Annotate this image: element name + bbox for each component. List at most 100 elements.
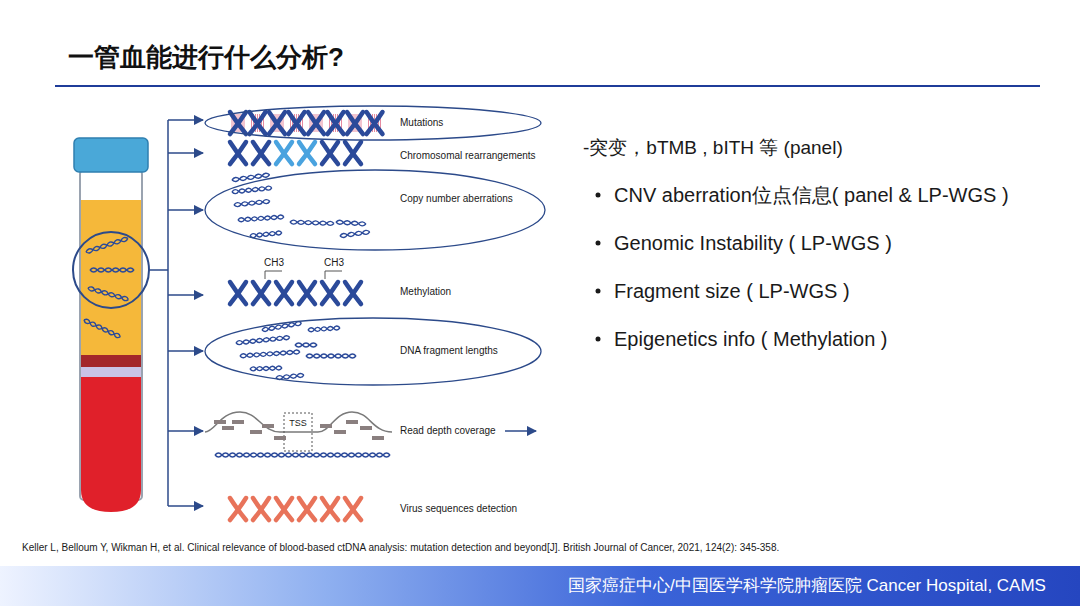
dna-helix <box>306 354 356 358</box>
bullet-text: -突变，bTMB , bITH 等 (panel) <box>583 137 843 160</box>
dna-helix <box>308 326 340 332</box>
oval-group: DNA fragment lengths <box>205 318 541 385</box>
item-label: Copy number aberrations <box>400 193 513 205</box>
helix-strand <box>215 453 390 457</box>
arrow-line <box>168 350 203 352</box>
buffy-coat <box>81 355 141 367</box>
dna-strand <box>328 112 344 134</box>
dna-helix <box>340 230 370 238</box>
bullet-text: Fragment size ( LP-WGS ) <box>614 279 850 303</box>
helix-strand <box>236 335 290 345</box>
dna-cross <box>253 282 269 304</box>
dna-strand <box>347 112 363 134</box>
dna-strand <box>276 142 292 164</box>
helix-strand <box>340 230 370 238</box>
dna-strand <box>322 282 338 304</box>
helix-strand <box>295 343 317 347</box>
dna-helix <box>238 215 284 222</box>
dna-strand <box>328 112 344 134</box>
dna-strand <box>253 282 269 304</box>
methyl-tag: CH3 <box>324 257 344 269</box>
dna-cross <box>308 112 324 134</box>
helix-strand <box>87 286 128 301</box>
bullet-text: Genomic Instability ( LP-WGS ) <box>614 231 892 255</box>
helix-strand <box>85 237 128 254</box>
item-label: Methylation <box>400 286 451 298</box>
helix-strand <box>295 343 317 347</box>
dna-strand <box>299 282 315 304</box>
dna-strand <box>347 112 363 134</box>
dna-strand <box>299 498 315 520</box>
tss-label: TSS <box>289 418 307 429</box>
dna-strand <box>269 112 285 134</box>
dna-helix <box>83 318 121 339</box>
sequencing-read <box>250 430 262 434</box>
helix-strand <box>85 237 128 254</box>
dna-cross <box>322 498 338 520</box>
bullet-dot <box>596 289 601 294</box>
dna-strand <box>250 112 266 134</box>
dna-strand <box>322 142 338 164</box>
dna-helix <box>87 286 128 301</box>
leader-line <box>325 271 342 279</box>
helix-strand <box>234 199 270 207</box>
item-label: Chromosomal rearrangements <box>400 150 536 162</box>
dna-helix <box>250 231 282 238</box>
dna-strand <box>322 282 338 304</box>
dna-strand <box>345 282 361 304</box>
white-layer <box>81 367 141 377</box>
dna-strand <box>276 498 292 520</box>
dna-strand <box>250 112 266 134</box>
dna-strand <box>299 142 315 164</box>
bullet-dot <box>596 241 601 246</box>
helix-strand <box>240 350 300 358</box>
dna-cross <box>345 498 361 520</box>
oval-outline <box>205 170 545 250</box>
helix-strand <box>236 335 290 345</box>
dna-helix <box>215 453 390 457</box>
dna-helix <box>295 343 317 347</box>
red-cell-layer <box>81 377 141 512</box>
sequencing-read <box>274 436 286 440</box>
helix-strand <box>240 350 300 358</box>
bullet-dot <box>596 193 601 198</box>
dna-cross <box>299 282 315 304</box>
dna-cross <box>230 112 246 134</box>
dna-strand <box>230 112 246 134</box>
item-label: Read depth coverage <box>400 425 496 437</box>
oval-outline-layer <box>205 170 545 250</box>
sequencing-read <box>222 426 234 430</box>
dna-strand <box>345 142 361 164</box>
sequencing-read <box>232 420 244 424</box>
item-label: DNA fragment lengths <box>400 345 498 357</box>
dna-strand <box>230 142 246 164</box>
dna-strand <box>230 282 246 304</box>
arrow-line <box>168 119 203 121</box>
dna-strand <box>230 282 246 304</box>
oval-outline <box>205 106 541 140</box>
tube-cap <box>74 138 148 172</box>
illustration-part <box>83 173 390 457</box>
dna-cross <box>253 142 269 164</box>
dna-cross <box>322 282 338 304</box>
dna-cross <box>299 142 315 164</box>
dna-cross <box>345 282 361 304</box>
dna-strand <box>345 498 361 520</box>
helix-strand <box>290 220 334 226</box>
dna-strand <box>230 498 246 520</box>
dna-cross <box>367 112 383 134</box>
dna-strand <box>308 112 324 134</box>
tss-box <box>284 413 312 451</box>
item-label: Virus sequences detection <box>400 503 517 515</box>
helix-strand <box>232 173 270 182</box>
dna-strand <box>322 142 338 164</box>
dna-cross <box>276 498 292 520</box>
dna-cross <box>276 142 292 164</box>
helix-strand <box>250 231 282 238</box>
arrow-line <box>505 430 536 432</box>
illustration-part <box>596 193 601 342</box>
helix-strand <box>234 199 270 207</box>
dna-cross <box>347 112 363 134</box>
